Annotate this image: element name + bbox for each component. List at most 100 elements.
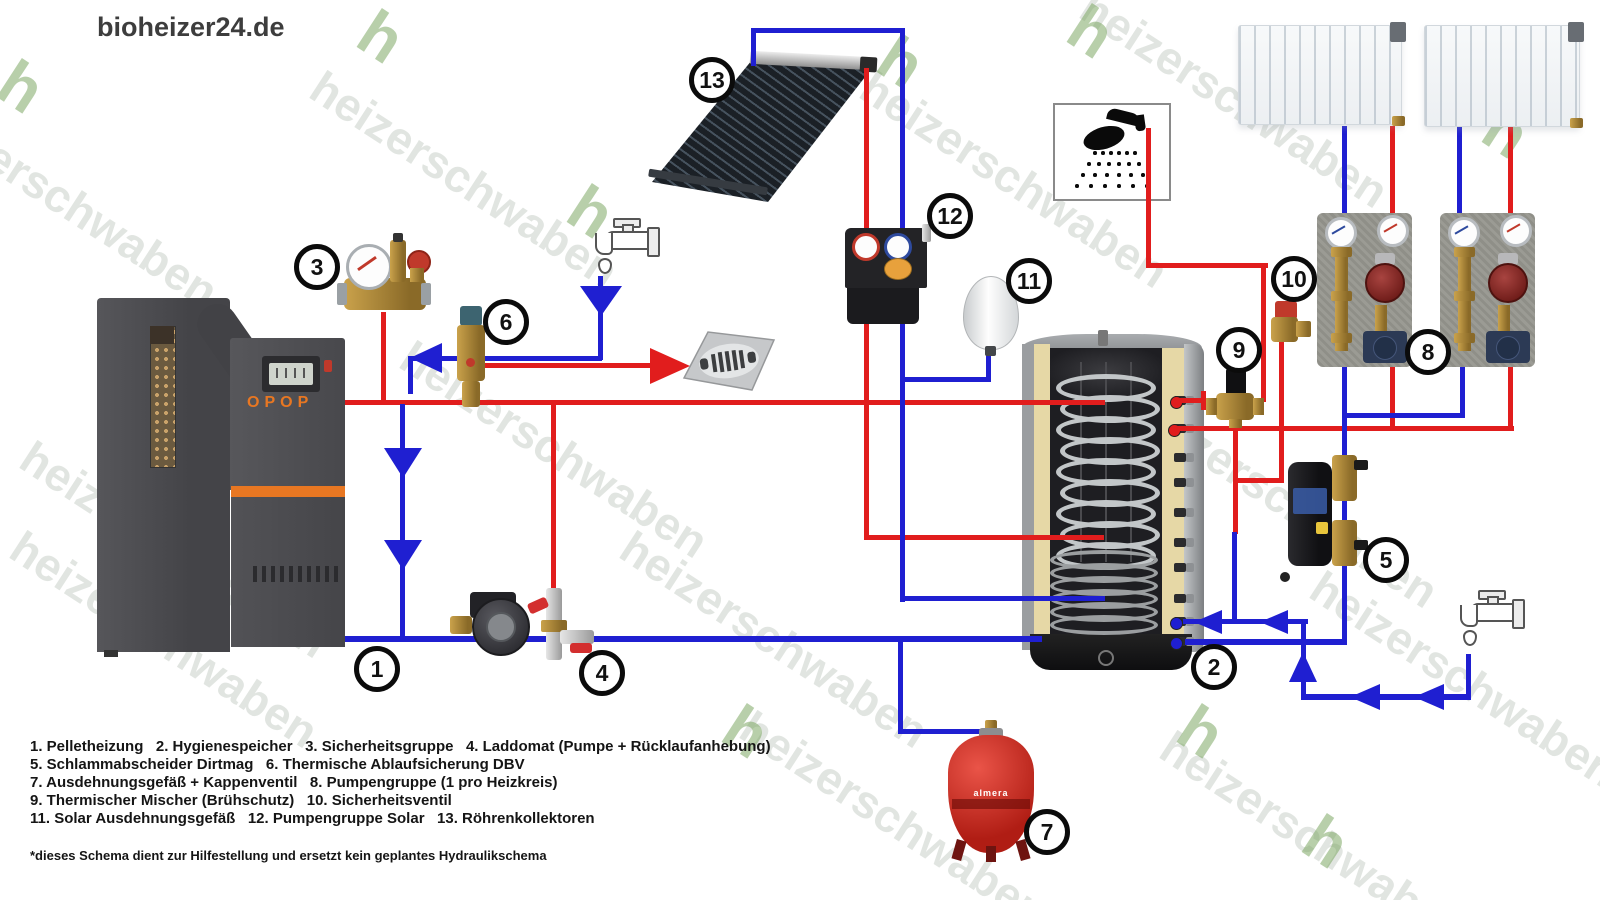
pipe-segment-hot <box>1508 366 1513 428</box>
pipe-segment-hot <box>1201 391 1206 410</box>
pipe-segment-cold <box>900 596 1105 601</box>
vessel11-stub <box>985 346 996 356</box>
spray-dot <box>1097 162 1101 166</box>
spray-dot <box>1075 184 1079 188</box>
dirtmag-label <box>1293 488 1327 514</box>
pipe-segment-cold <box>900 28 905 230</box>
component-marker-3: 3 <box>294 244 340 290</box>
faucet-flange <box>647 227 660 257</box>
tank-right-shell <box>1184 344 1204 652</box>
tank-port-cap <box>1186 538 1194 547</box>
pipe-segment-hot <box>864 535 1104 540</box>
radiator-2-bracket <box>1568 22 1584 42</box>
air-vent <box>390 240 406 282</box>
spray-dot <box>1117 162 1121 166</box>
dirtmag-body <box>1288 462 1332 566</box>
laddomat-branch <box>560 630 594 644</box>
boiler-brand: OPOP <box>247 394 314 411</box>
flow-arrow-icon <box>1289 652 1317 682</box>
solar-flow-dial <box>884 258 912 280</box>
mixer-stub-bottom <box>1229 419 1242 428</box>
pipe-segment-cold <box>986 350 991 381</box>
pellet-window <box>150 326 176 468</box>
pipe-segment-hot <box>1233 418 1238 534</box>
pipe-segment-hot <box>864 318 869 539</box>
tank-port <box>1174 594 1186 603</box>
pipe-coupling <box>1454 291 1475 301</box>
pipe-segment-cold <box>408 356 413 394</box>
vessel7-valve <box>985 720 997 731</box>
pipe-segment-cold <box>410 356 602 361</box>
radiator-1-bracket <box>1390 22 1406 42</box>
flow-arrow-icon <box>1194 610 1222 634</box>
spray-dot <box>1093 151 1097 155</box>
vessel7-brand: almera <box>973 788 1009 798</box>
tank-port <box>1174 563 1186 572</box>
dirtmag-cap <box>1280 572 1290 582</box>
spray-dot <box>1133 151 1137 155</box>
spray-dot <box>1081 173 1085 177</box>
spray-dot <box>1089 184 1093 188</box>
pipe-segment-hot <box>1146 263 1268 268</box>
pipe-segment-cold <box>898 639 903 733</box>
spray-dot <box>1117 173 1121 177</box>
solar-gauge-red <box>852 233 880 261</box>
tank-port-cap <box>1186 453 1194 462</box>
boiler-red-knob <box>324 360 332 372</box>
pump-group-gauge-blue <box>1448 217 1480 249</box>
pump-group-gauge-red <box>1500 215 1532 247</box>
spray-dot <box>1141 173 1145 177</box>
pipe-segment-cold <box>898 729 992 734</box>
laddomat-coupling <box>541 620 567 632</box>
pipe-coupling <box>1331 291 1352 301</box>
vessel7-leg-center <box>986 846 996 862</box>
pipe-segment-cold <box>1301 694 1471 700</box>
tank-right-insulation <box>1162 348 1184 648</box>
component-marker-6: 6 <box>483 299 529 345</box>
pipe-coupling <box>1331 333 1352 343</box>
dbv-lower <box>462 381 480 407</box>
pipe-segment-hot <box>1390 366 1395 428</box>
component-marker-4: 4 <box>579 650 625 696</box>
spray-dot <box>1137 162 1141 166</box>
pump-group-2 <box>1440 213 1535 367</box>
spray-dot <box>1131 184 1135 188</box>
component-marker-9: 9 <box>1216 327 1262 373</box>
dirtmag-handle <box>1354 460 1368 470</box>
tank-port <box>1174 478 1186 487</box>
faucet-spout <box>595 233 613 255</box>
site-logo: bioheizer24.de <box>97 12 285 42</box>
spray-dot <box>1093 173 1097 177</box>
pipe-segment-hot <box>1261 263 1266 402</box>
spray-dot <box>1109 151 1113 155</box>
flow-arrow-icon <box>384 540 422 570</box>
tank-port-cap <box>1186 508 1194 517</box>
pipe-segment-cold <box>900 318 905 602</box>
pipe-segment-cold <box>751 28 756 66</box>
boiler-vents <box>253 566 339 582</box>
pipe-segment-hot <box>345 400 1105 405</box>
pipe-segment-cold <box>1342 126 1347 216</box>
pipe-segment-cold <box>903 377 991 382</box>
tank-port <box>1174 508 1186 517</box>
tank-port <box>1174 453 1186 462</box>
pipe-segment-cold <box>400 404 405 640</box>
tank-port-cap <box>1186 563 1194 572</box>
pipe-coupling <box>1454 247 1475 257</box>
component-marker-1: 1 <box>354 646 400 692</box>
mixer-cap <box>1226 368 1246 396</box>
component-marker-2: 2 <box>1191 644 1237 690</box>
safety-valve-body <box>410 268 424 282</box>
legend-line-5: 11. Solar Ausdehnungsgefäß 12. Pumpengru… <box>30 810 595 827</box>
component-marker-7: 7 <box>1024 809 1070 855</box>
pipe-segment-hot <box>1279 340 1284 430</box>
pipe-coupling <box>1454 333 1475 343</box>
pipe-segment-hot <box>1146 128 1151 268</box>
faucet-icon <box>1460 590 1525 648</box>
flow-arrow-icon <box>1414 684 1444 710</box>
valve10-outlet <box>1296 321 1311 337</box>
spray-dot <box>1125 151 1129 155</box>
pipe-segment-cold <box>1185 639 1347 645</box>
tank-left-insulation <box>1034 344 1050 648</box>
